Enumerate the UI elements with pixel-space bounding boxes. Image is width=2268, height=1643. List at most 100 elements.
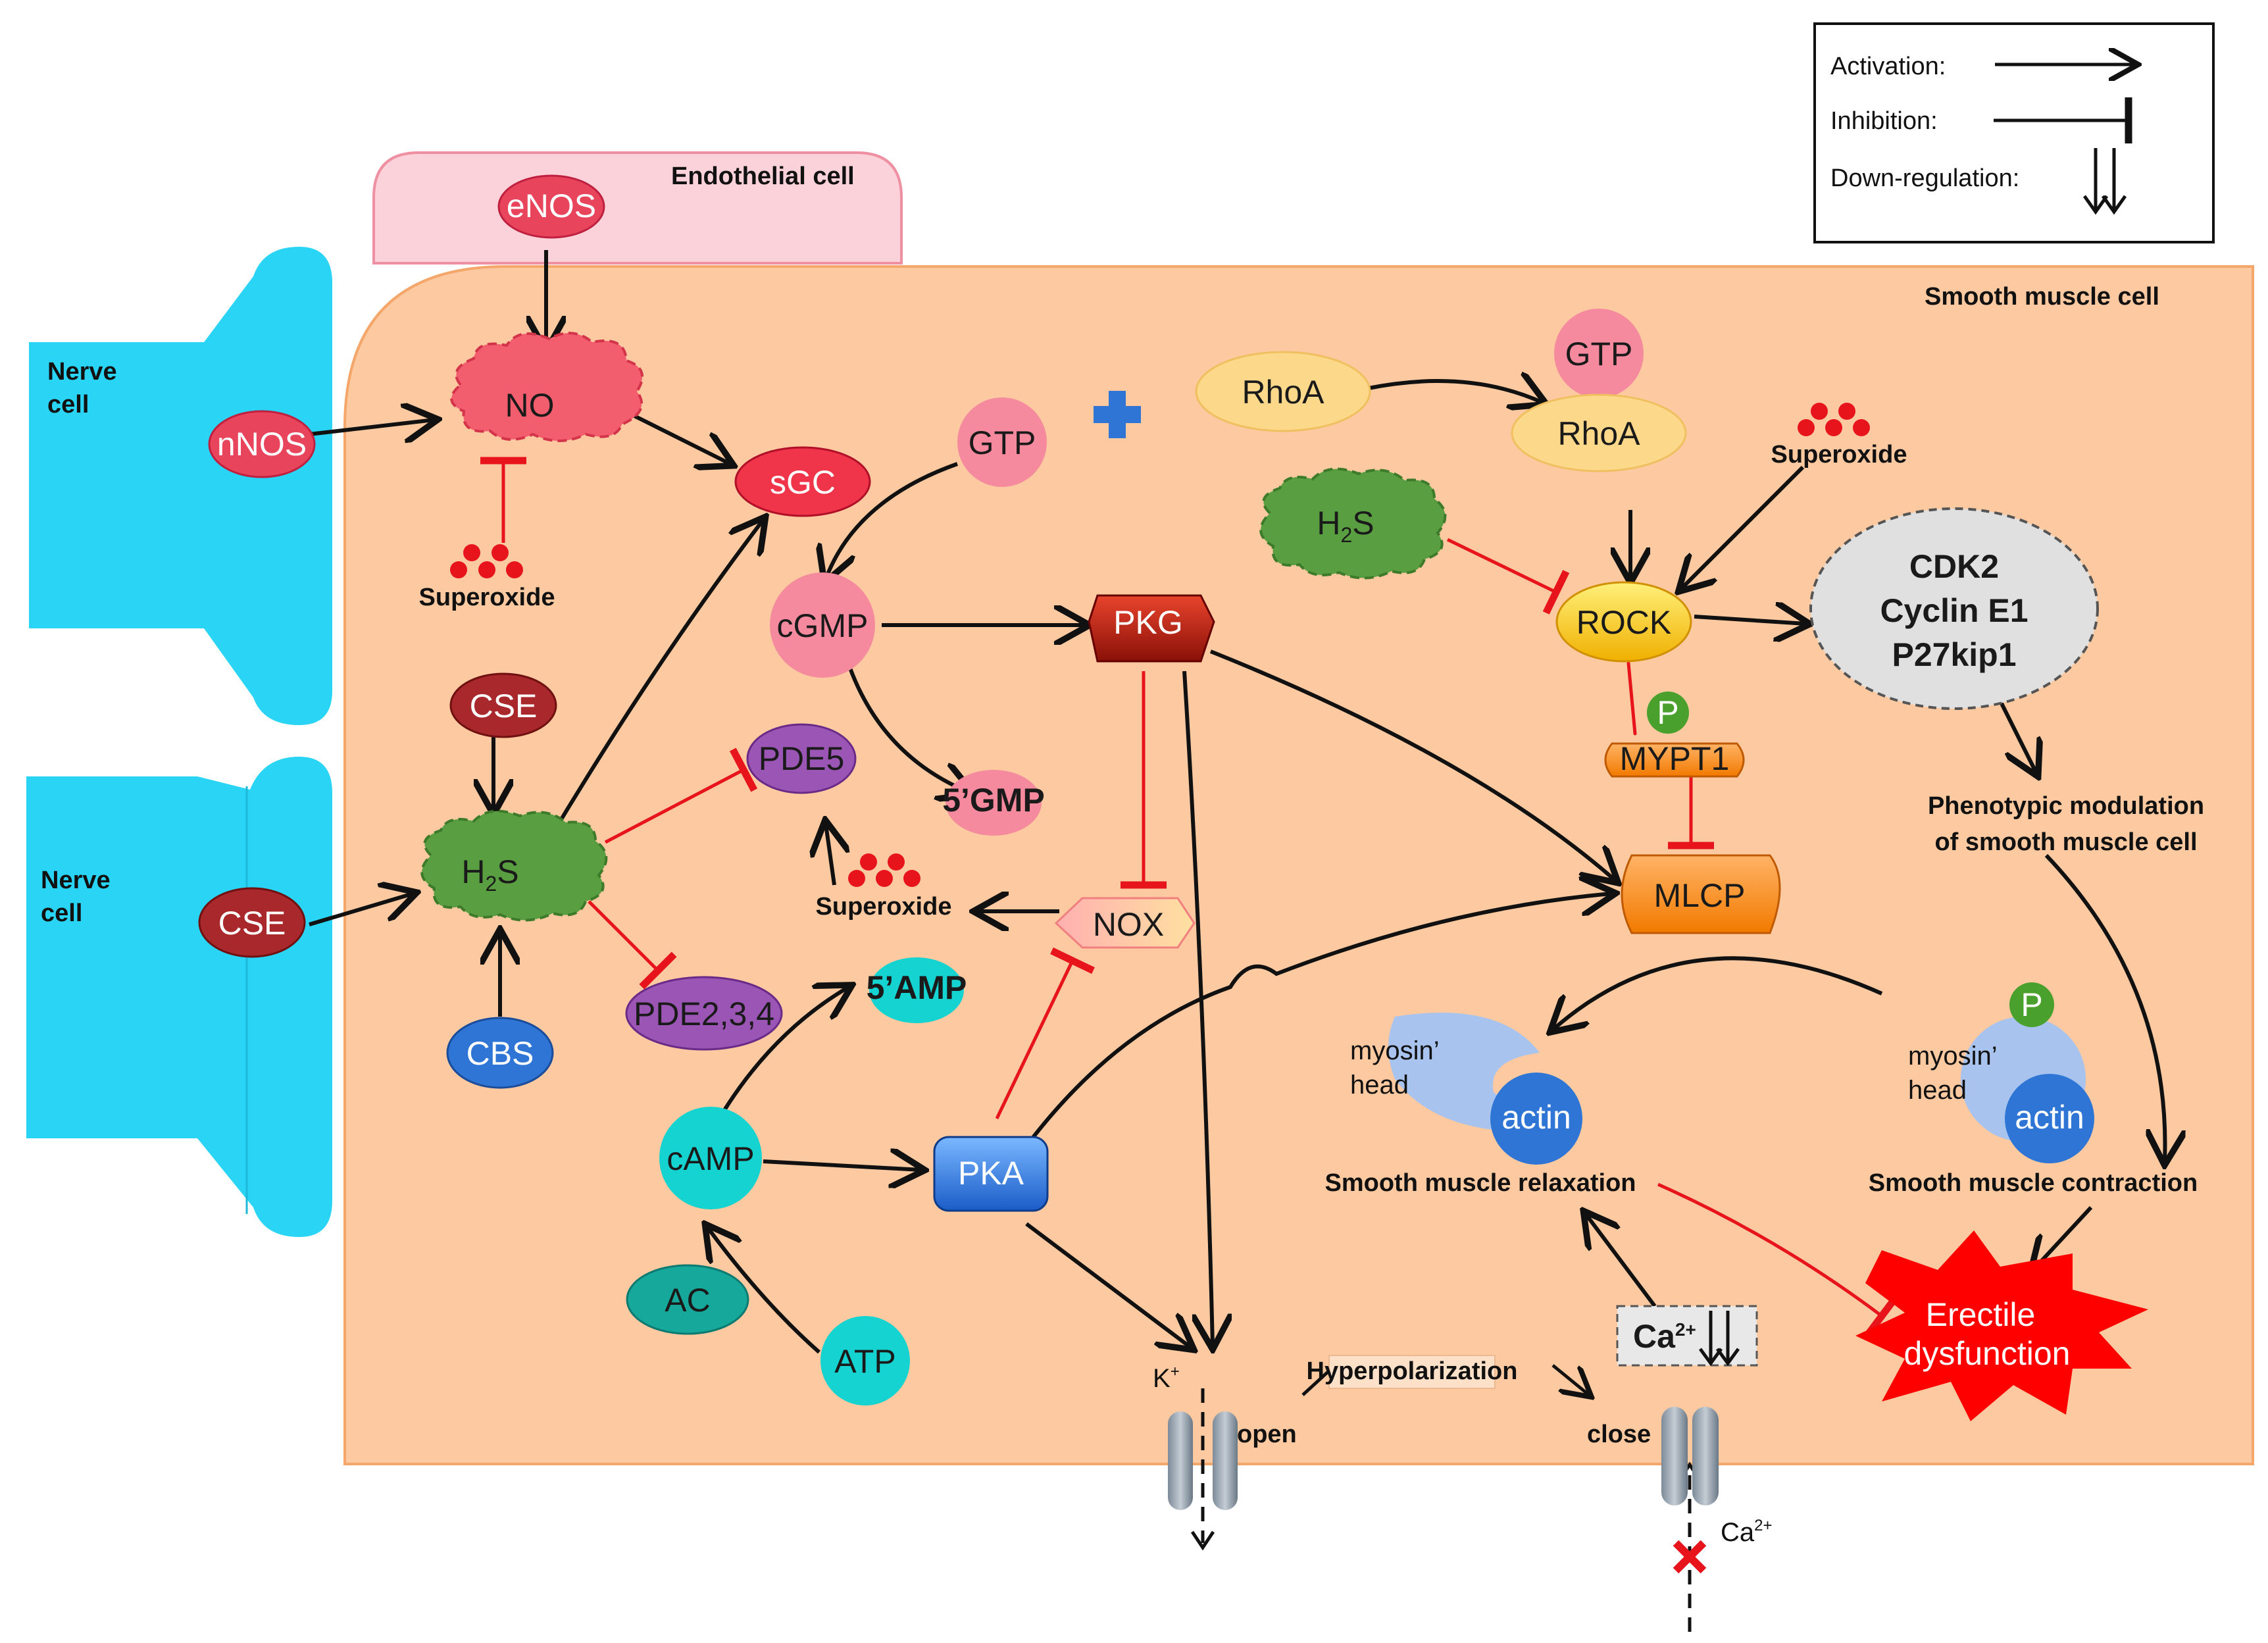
smooth-muscle-cell-label: Smooth muscle cell	[1925, 283, 2159, 311]
svg-text:eNOS: eNOS	[507, 188, 596, 224]
camp-node: cAMP	[659, 1107, 762, 1209]
legend-inhibition-label: Inhibition:	[1830, 107, 1938, 135]
svg-text:NOX: NOX	[1093, 906, 1164, 943]
svg-text:NO: NO	[505, 387, 555, 424]
myosin-label-1b: head	[1350, 1071, 1409, 1100]
gmp5-node: 5’GMP	[942, 770, 1045, 836]
actin-node-1: actin	[1490, 1073, 1582, 1165]
svg-text:cAMP: cAMP	[667, 1140, 754, 1177]
phenotypic-label-1: Phenotypic modulation	[1928, 792, 2204, 820]
down-regulation-icon	[2082, 148, 2127, 215]
legend-down-regulation-label: Down-regulation:	[1830, 164, 2019, 192]
pkg-node: PKG	[1088, 594, 1215, 663]
phospho-icon-1: P	[1647, 692, 1689, 734]
phenotypic-label-2: of smooth muscle cell	[1934, 828, 2197, 856]
svg-text:H2S: H2S	[1317, 505, 1374, 547]
svg-text:Erectile: Erectile	[1926, 1296, 2036, 1333]
svg-text:AC: AC	[665, 1282, 710, 1319]
svg-text:P: P	[2021, 986, 2042, 1023]
nnos-node: nNOS	[208, 410, 316, 478]
phospho-icon-2: P	[2009, 982, 2054, 1027]
superoxide-icon-1	[450, 544, 523, 578]
svg-text:PDE5: PDE5	[759, 740, 845, 777]
nerve-cell-bottom-label-1: Nerve	[41, 867, 111, 894]
open-label: open	[1237, 1421, 1297, 1448]
inhibition-bars	[480, 457, 1899, 1337]
nerve-cell-top-label-2: cell	[47, 391, 89, 418]
cse-top-node: CSE	[449, 672, 557, 738]
nerve-cell-top-label-1: Nerve	[47, 358, 117, 386]
amp5-node: 5’AMP	[867, 957, 967, 1023]
svg-text:CSE: CSE	[218, 905, 286, 942]
superoxide-icon-2	[848, 853, 920, 887]
svg-text:dysfunction: dysfunction	[1904, 1335, 2071, 1372]
superoxide-label-1: Superoxide	[419, 584, 555, 611]
svg-text:MYPT1: MYPT1	[1620, 740, 1730, 777]
gtp-node-1: GTP	[957, 397, 1047, 487]
rhoa-node-2: RhoA	[1511, 393, 1687, 472]
superoxide-icon-3	[1798, 403, 1870, 436]
svg-text:MLCP: MLCP	[1654, 877, 1746, 914]
svg-text:GTP: GTP	[1565, 336, 1633, 372]
pde234-node: PDE2,3,4	[625, 976, 783, 1051]
mlcp-node: MLCP	[1621, 854, 1781, 934]
svg-text:GTP: GTP	[969, 424, 1036, 461]
h2s-node-2: H2S	[1259, 467, 1447, 580]
endothelial-cell-label: Endothelial cell	[671, 163, 855, 190]
myosin-label-2a: myosin’	[1908, 1042, 1998, 1071]
svg-text:PKA: PKA	[958, 1155, 1024, 1192]
nerve-cell-bottom	[26, 757, 332, 1237]
svg-text:ATP: ATP	[834, 1343, 896, 1380]
svg-text:cGMP: cGMP	[777, 607, 869, 644]
enos-node: eNOS	[497, 174, 605, 239]
svg-text:Cyclin E1: Cyclin E1	[1880, 592, 2028, 629]
svg-text:H2S: H2S	[461, 853, 518, 896]
svg-text:actin: actin	[2015, 1099, 2084, 1136]
h2s-node: H2S	[420, 809, 608, 922]
svg-text:actin: actin	[1501, 1099, 1571, 1136]
contraction-label: Smooth muscle contraction	[1869, 1169, 2198, 1197]
sgc-node: sGC	[734, 446, 871, 517]
erectile-dysfunction-node: Erectile dysfunction	[1855, 1230, 2148, 1421]
down-regulation-icon-ca	[1698, 1311, 1740, 1367]
myosin-label-2b: head	[1908, 1076, 1967, 1105]
plus-icon	[1094, 391, 1141, 438]
nerve-cell-bottom-label-2: cell	[41, 899, 82, 927]
pka-node: PKA	[933, 1136, 1049, 1212]
ca-bottom-label: Ca2+	[1721, 1517, 1773, 1547]
svg-text:5’GMP: 5’GMP	[942, 782, 1045, 819]
svg-text:RhoA: RhoA	[1242, 374, 1324, 411]
svg-text:P27kip1: P27kip1	[1892, 636, 2016, 673]
ac-node: AC	[626, 1264, 749, 1335]
endothelial-cell	[372, 151, 903, 265]
svg-text:Ca2+: Ca2+	[1633, 1318, 1696, 1355]
svg-text:ROCK: ROCK	[1576, 604, 1671, 641]
gtp-node-2: GTP	[1554, 309, 1644, 398]
myosin-label-1a: myosin’	[1350, 1036, 1440, 1065]
cbs-node: CBS	[446, 1017, 554, 1089]
blocked-x-icon	[1673, 1540, 1707, 1574]
mypt1-node: MYPT1	[1604, 740, 1745, 778]
close-label: close	[1587, 1421, 1651, 1448]
no-node: NO	[450, 332, 643, 442]
cdk-cluster-node: CDK2 Cyclin E1 P27kip1	[1809, 507, 2099, 710]
svg-text:CSE: CSE	[470, 688, 538, 724]
cse-nerve-node: CSE	[198, 887, 306, 958]
svg-text:CDK2: CDK2	[1909, 548, 1999, 585]
svg-text:nNOS: nNOS	[217, 426, 307, 463]
nox-node: NOX	[1054, 897, 1196, 949]
atp-node: ATP	[820, 1316, 910, 1405]
svg-text:5’AMP: 5’AMP	[867, 969, 967, 1006]
actin-node-2: actin	[2005, 1074, 2094, 1163]
activation-arrows	[309, 250, 2165, 1395]
k-label: K+	[1153, 1363, 1180, 1393]
svg-text:RhoA: RhoA	[1557, 415, 1640, 452]
legend-activation-label: Activation:	[1830, 53, 1946, 80]
superoxide-label-3: Superoxide	[1771, 441, 1907, 468]
svg-text:PKG: PKG	[1113, 604, 1183, 641]
superoxide-label-2: Superoxide	[816, 893, 952, 921]
svg-text:Hyperpolarization: Hyperpolarization	[1307, 1357, 1518, 1385]
ca-channel	[1661, 1407, 1719, 1632]
cgmp-node: cGMP	[770, 572, 875, 678]
